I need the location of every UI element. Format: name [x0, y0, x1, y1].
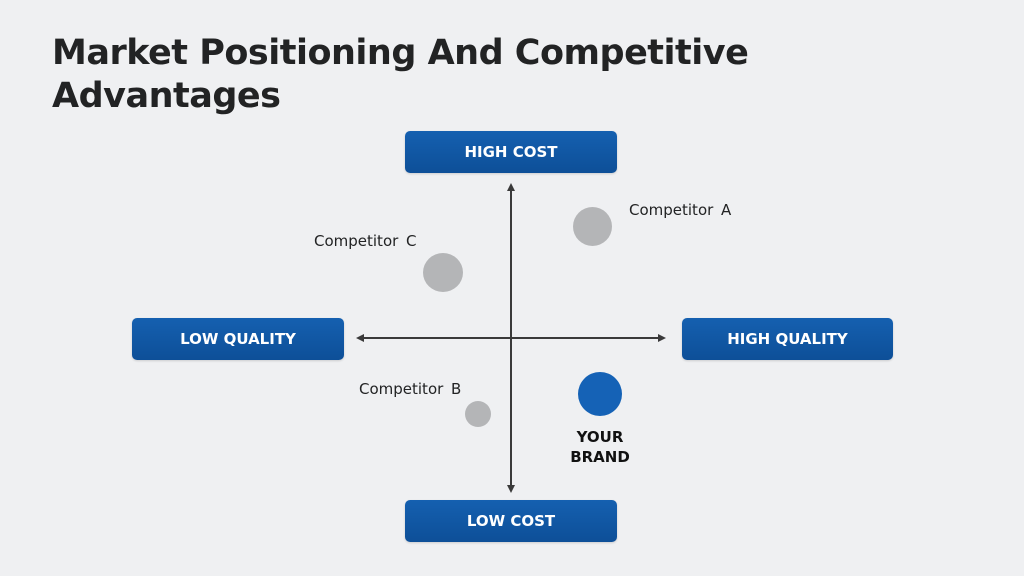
- axis-label-text: LOW COST: [466, 512, 556, 530]
- your-brand-label-line2: BRAND: [570, 448, 630, 466]
- competitor-b-dot: [465, 401, 491, 427]
- competitor-a-dot: [573, 207, 612, 246]
- axis-label-low-quality: LOW QUALITY: [132, 318, 344, 360]
- axis-label-high-cost: HIGH COST: [405, 131, 617, 173]
- axis-label-text: HIGH QUALITY: [727, 330, 848, 348]
- axis-label-text: HIGH COST: [464, 143, 558, 161]
- competitor-c-dot: [423, 253, 463, 292]
- competitor-a-label: Competitor A: [629, 201, 732, 219]
- page-title: Market Positioning And Competitive Advan…: [52, 33, 749, 116]
- axis-label-text: LOW QUALITY: [180, 330, 296, 348]
- competitor-c-label: Competitor C: [314, 232, 417, 250]
- axis-label-high-quality: HIGH QUALITY: [682, 318, 893, 360]
- your-brand-dot: [578, 372, 622, 416]
- your-brand-label-line1: YOUR: [576, 428, 624, 446]
- axis-label-low-cost: LOW COST: [405, 500, 617, 542]
- competitor-b-label: Competitor B: [359, 380, 462, 398]
- your-brand-label: YOUR BRAND: [555, 427, 645, 467]
